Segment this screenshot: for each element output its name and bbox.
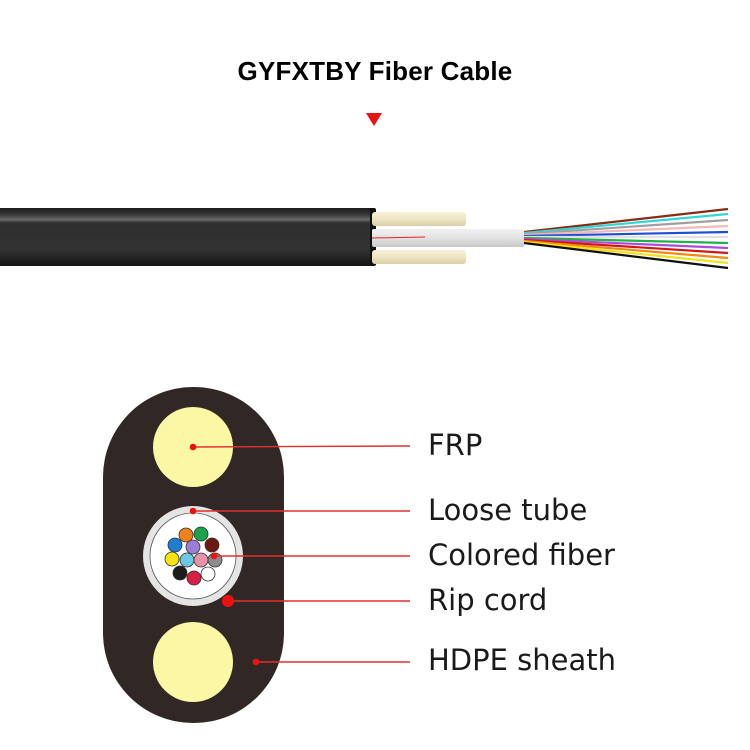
down-arrow-icon: [366, 113, 382, 126]
marker-hdpe-sheath: [252, 658, 260, 666]
frp-rod-bottom: [372, 250, 466, 264]
frp-rod-top: [372, 212, 466, 226]
cross-section: [103, 387, 411, 723]
loose-tube-side: [372, 229, 524, 247]
marker-colored-fiber: [210, 552, 218, 560]
label-frp: FRP: [428, 428, 483, 462]
label-colored-fiber: Colored fiber: [428, 538, 615, 572]
page-title: GYFXTBY Fiber Cable: [237, 56, 513, 86]
marker-rip-cord: [222, 595, 234, 607]
marker-frp: [189, 443, 197, 451]
frp-bottom: [153, 622, 233, 702]
fiber-fan: [523, 207, 729, 270]
rip-cord-side: [371, 236, 426, 239]
label-loose-tube: Loose tube: [428, 493, 588, 527]
outer-sheath: [0, 208, 374, 266]
leader-frp: [192, 445, 411, 448]
colored-fibers: [164, 526, 223, 586]
label-hdpe-sheath: HDPE sheath: [428, 643, 617, 677]
label-rip-cord: Rip cord: [428, 583, 548, 617]
marker-loose-tube: [189, 507, 197, 515]
